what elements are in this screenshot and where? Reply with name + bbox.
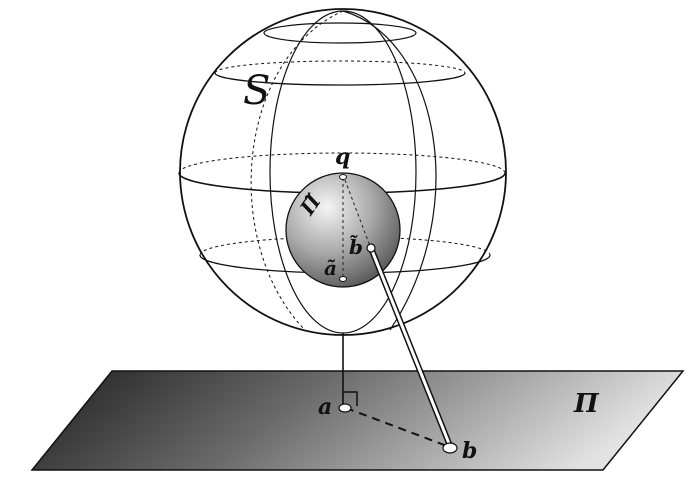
label-q: q (335, 144, 350, 170)
right-angle-marker (343, 391, 358, 406)
point-a (338, 403, 352, 413)
segment-ab (345, 407, 448, 447)
label-sphere: S (243, 68, 270, 114)
point-b (442, 442, 458, 454)
label-plane: Π (573, 389, 600, 419)
plane (30, 370, 685, 471)
point-a-tilde (339, 276, 347, 282)
label-b-tilde: b̃ (349, 234, 363, 259)
label-a-tilde: ã (324, 256, 337, 280)
point-b-tilde (366, 243, 376, 253)
label-a: a (318, 394, 332, 420)
point-q (339, 174, 347, 180)
label-b: b (462, 438, 477, 464)
small-sphere (285, 172, 401, 288)
